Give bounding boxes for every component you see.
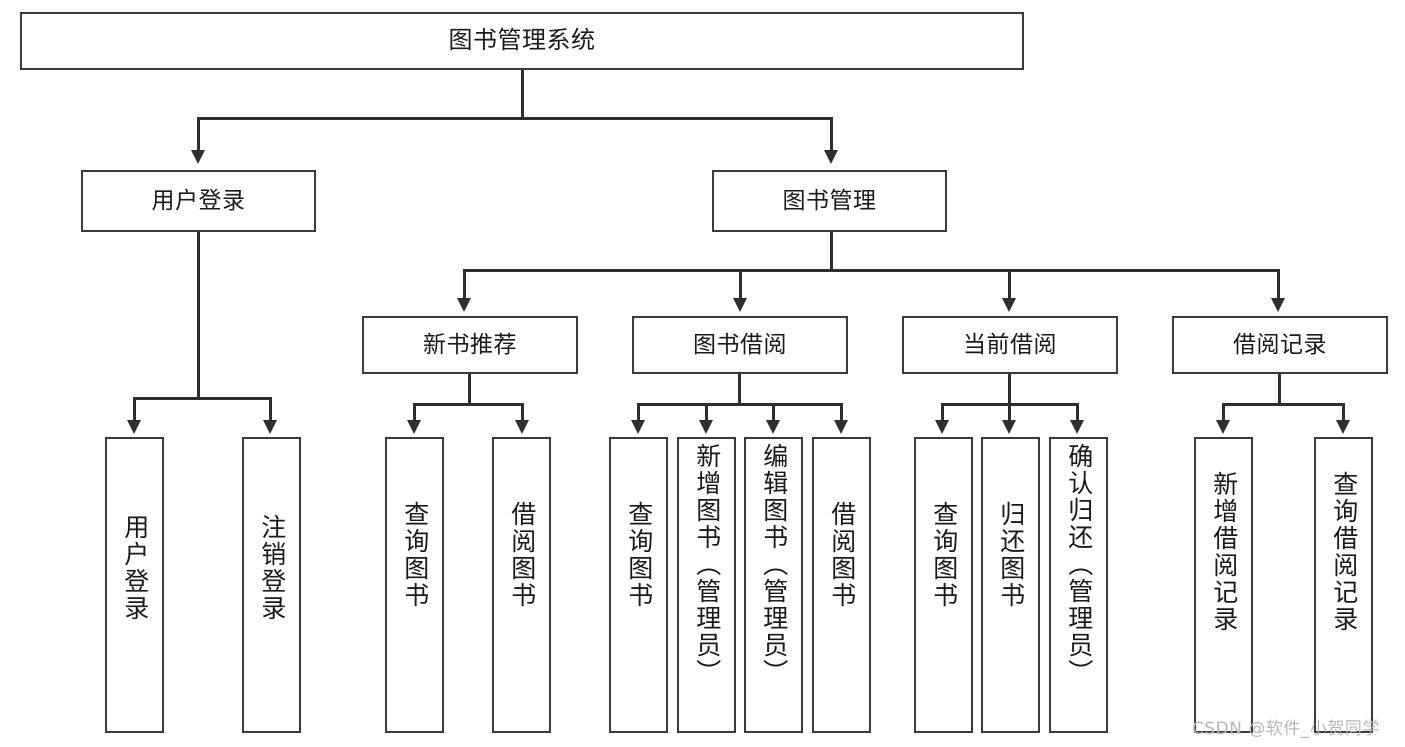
edge-bookmgmt-stem [830,232,833,271]
edge-borrow-stem [738,374,741,406]
node-label: 编辑图书（管理员） [759,443,789,686]
arrowhead-borrow-leaf-0 [631,420,645,434]
node-root-system[interactable]: 图书管理系统 [20,12,1024,70]
node-label: 图书管理 [782,187,877,214]
edge-bookmgmt-bus [463,269,1277,272]
node-book-borrow[interactable]: 图书借阅 [632,316,848,374]
arrowhead-current-leaf-2 [1070,420,1084,434]
edge-recommend-stem [468,374,471,406]
node-label: 查询借阅记录 [1329,471,1359,633]
edge-borrow-bus [637,403,842,406]
arrowhead-login-leaf-0 [127,420,141,434]
arrowhead-to-bookmgmt [824,150,838,164]
node-label: 查询图书 [624,501,654,609]
node-label: 用户登录 [151,187,246,214]
node-label: 借阅图书 [507,501,537,609]
leaf-record-query-record[interactable]: 查询借阅记录 [1314,437,1373,733]
arrowhead-current-leaf-1 [1002,420,1016,434]
arrowhead-l3-3 [1271,298,1285,312]
edge-bookmgmt-to-l3-0 [463,269,466,300]
node-label: 确认归还（管理员） [1064,443,1094,686]
node-label: 查询图书 [929,501,959,609]
arrowhead-recommend-leaf-0 [407,420,421,434]
leaf-current-confirm-return-admin[interactable]: 确认归还（管理员） [1049,437,1108,733]
leaf-borrow-edit-book-admin[interactable]: 编辑图书（管理员） [744,437,803,733]
node-label: 用户登录 [120,514,150,622]
node-label: 当前借阅 [963,331,1057,358]
leaf-current-return-book[interactable]: 归还图书 [981,437,1040,733]
node-new-book-recommend[interactable]: 新书推荐 [362,316,578,374]
edge-borrow-to-leaf-3 [840,403,843,422]
edge-bookmgmt-to-l3-3 [1277,269,1280,300]
edge-recommend-to-leaf-0 [413,403,416,422]
edge-login-stem [197,232,200,400]
arrowhead-recommend-leaf-1 [515,420,529,434]
edge-record-to-leaf-1 [1342,403,1345,422]
leaf-borrow-add-book-admin[interactable]: 新增图书（管理员） [677,437,736,733]
edge-root-to-bookmgmt [830,117,833,152]
node-user-login[interactable]: 用户登录 [81,170,316,232]
leaf-user-login[interactable]: 用户登录 [105,437,164,733]
node-label: 注销登录 [257,514,287,622]
edge-root-to-login [197,117,200,152]
edge-current-to-leaf-0 [941,403,944,422]
arrowhead-login-leaf-1 [263,420,277,434]
arrowhead-borrow-leaf-3 [834,420,848,434]
leaf-borrow-query-book[interactable]: 查询图书 [609,437,668,733]
leaf-borrow-borrow-book[interactable]: 借阅图书 [812,437,871,733]
node-label: 借阅图书 [827,501,857,609]
edge-login-to-leaf-0 [133,397,136,422]
leaf-recommend-query-book[interactable]: 查询图书 [385,437,444,733]
edge-root-stem [521,70,524,118]
arrowhead-l3-2 [1002,298,1016,312]
leaf-record-add-record[interactable]: 新增借阅记录 [1194,437,1253,733]
node-label: 新增图书（管理员） [692,443,722,686]
leaf-logout[interactable]: 注销登录 [242,437,301,733]
edge-record-to-leaf-0 [1222,403,1225,422]
node-label: 新书推荐 [423,331,517,358]
arrowhead-borrow-leaf-1 [699,420,713,434]
edge-login-to-leaf-1 [269,397,272,422]
node-label: 新增借阅记录 [1209,471,1239,633]
node-label: 归还图书 [996,501,1026,609]
leaf-recommend-borrow-book[interactable]: 借阅图书 [492,437,551,733]
node-book-management[interactable]: 图书管理 [712,170,947,232]
edge-recommend-bus [413,403,523,406]
arrowhead-record-leaf-1 [1336,420,1350,434]
edge-borrow-to-leaf-0 [637,403,640,422]
edge-record-bus [1222,403,1344,406]
leaf-current-query-book[interactable]: 查询图书 [914,437,973,733]
edge-current-to-leaf-1 [1008,403,1011,422]
edge-recommend-to-leaf-1 [521,403,524,422]
edge-record-stem [1278,374,1281,406]
edge-borrow-to-leaf-1 [705,403,708,422]
node-label: 查询图书 [400,501,430,609]
arrowhead-current-leaf-0 [935,420,949,434]
arrowhead-l3-0 [457,298,471,312]
edge-root-bus [197,117,833,120]
arrowhead-l3-1 [733,298,747,312]
arrowhead-to-login [191,150,205,164]
arrowhead-borrow-leaf-2 [766,420,780,434]
node-label: 图书管理系统 [448,26,596,55]
node-borrow-record[interactable]: 借阅记录 [1172,316,1388,374]
node-label: 图书借阅 [693,331,787,358]
edge-borrow-to-leaf-2 [772,403,775,422]
edge-current-stem [1008,374,1011,406]
edge-current-to-leaf-2 [1076,403,1079,422]
edge-login-bus [133,397,271,400]
node-current-borrow[interactable]: 当前借阅 [902,316,1118,374]
edge-bookmgmt-to-l3-2 [1008,269,1011,300]
arrowhead-record-leaf-0 [1216,420,1230,434]
edge-bookmgmt-to-l3-1 [739,269,742,300]
node-label: 借阅记录 [1233,331,1327,358]
